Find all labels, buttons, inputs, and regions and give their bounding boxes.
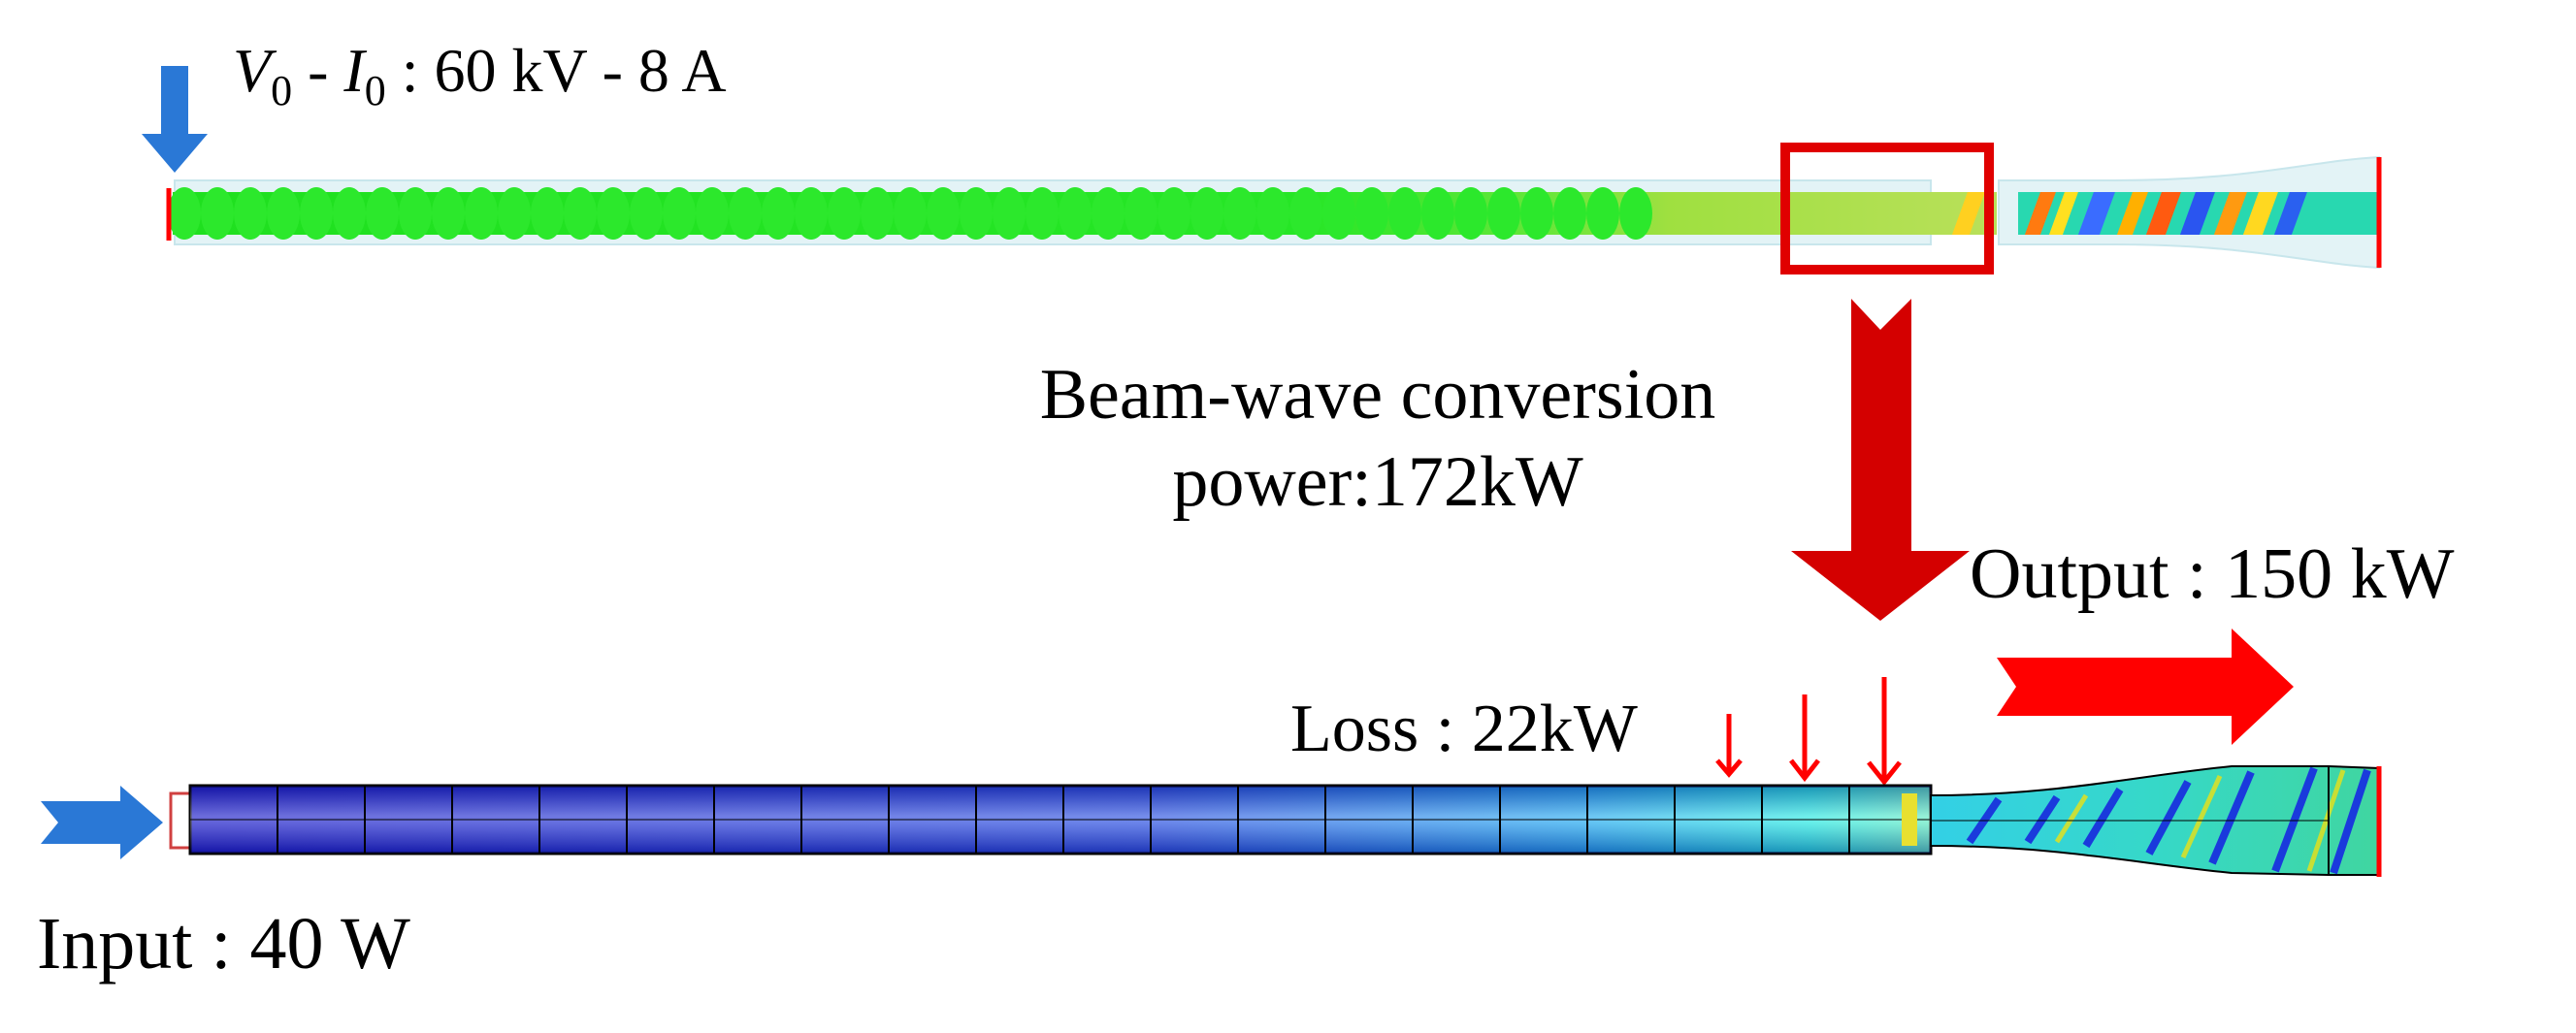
beam-bunch	[267, 187, 300, 240]
bottom-wave-bands	[1966, 766, 2371, 875]
loss-arrow-1	[1715, 714, 1743, 778]
current-subscript: 0	[364, 66, 386, 114]
input-right-arrow	[41, 786, 163, 859]
conversion-line-1: Beam-wave conversion	[1039, 355, 1716, 435]
beam-bunch	[1289, 187, 1322, 240]
tube-hot-spot	[1902, 793, 1917, 846]
beam-bunch	[927, 187, 960, 240]
beam-bunch	[201, 187, 234, 240]
beam-bunch	[1388, 187, 1421, 240]
conversion-down-arrow	[1791, 299, 1970, 621]
beam-bunch	[498, 187, 531, 240]
beam-bunch-bumps	[168, 187, 1652, 240]
loss-arrow-2	[1789, 694, 1820, 783]
beam-bunch	[465, 187, 498, 240]
zoom-highlight-box	[1780, 143, 1994, 274]
voltage-symbol: V	[233, 36, 272, 105]
beam-bunch	[1059, 187, 1092, 240]
beam-bunch	[597, 187, 630, 240]
top-beam-simulation	[166, 143, 2382, 274]
beam-bunch	[531, 187, 564, 240]
beam-bunch	[630, 187, 663, 240]
beam-bunch	[1256, 187, 1289, 240]
beam-bunch	[1158, 187, 1190, 240]
beam-bunch	[861, 187, 894, 240]
beam-bunch	[1487, 187, 1520, 240]
beam-bunch	[1421, 187, 1454, 240]
conversion-power-label: Beam-wave conversion power:172kW	[931, 351, 1824, 526]
top-wave-field	[1951, 192, 2377, 235]
beam-bunch	[729, 187, 762, 240]
beam-bunch	[960, 187, 993, 240]
beam-bunch	[1322, 187, 1355, 240]
beam-params-label: V0 - I0 : 60 kV - 8 A	[233, 35, 727, 115]
beam-bunch	[168, 187, 201, 240]
beam-bunch	[1092, 187, 1125, 240]
beam-bunch	[1190, 187, 1223, 240]
beam-bunch	[366, 187, 399, 240]
beam-bunch	[333, 187, 366, 240]
beam-bunch	[1026, 187, 1059, 240]
loss-arrows	[1715, 677, 1902, 787]
beam-bunch	[1454, 187, 1487, 240]
beam-bunch	[795, 187, 828, 240]
bottom-tube-simulation	[169, 765, 2382, 877]
beam-bunch	[1553, 187, 1586, 240]
param-dash: -	[308, 36, 329, 105]
conversion-line-2: power:172kW	[1172, 442, 1583, 522]
beam-bunch	[1125, 187, 1158, 240]
beam-bunch	[663, 187, 696, 240]
beam-bunch	[1223, 187, 1256, 240]
loss-power-label: Loss : 22kW	[1290, 692, 1638, 766]
loss-arrow-3	[1867, 677, 1902, 787]
beam-injection-arrow	[142, 66, 208, 173]
voltage-subscript: 0	[271, 66, 293, 114]
beam-bunch	[564, 187, 597, 240]
input-power-label: Input : 40 W	[37, 903, 410, 985]
output-right-arrow	[1997, 629, 2294, 745]
beam-bunch	[894, 187, 927, 240]
beam-bunch	[432, 187, 465, 240]
tube-cavity-dividers	[190, 786, 1931, 854]
current-symbol: I	[343, 36, 365, 105]
beam-bunch	[828, 187, 861, 240]
beam-bunch	[1355, 187, 1388, 240]
beam-bunch	[234, 187, 267, 240]
beam-bunch	[1586, 187, 1619, 240]
beam-bunch	[696, 187, 729, 240]
beam-bunch	[762, 187, 795, 240]
beam-bunch	[1520, 187, 1553, 240]
beam-bunch	[993, 187, 1026, 240]
output-power-label: Output : 150 kW	[1970, 534, 2455, 614]
param-value: : 60 kV - 8 A	[401, 36, 727, 105]
beam-bunch	[300, 187, 333, 240]
beam-bunch	[399, 187, 432, 240]
beam-bunch	[1619, 187, 1652, 240]
